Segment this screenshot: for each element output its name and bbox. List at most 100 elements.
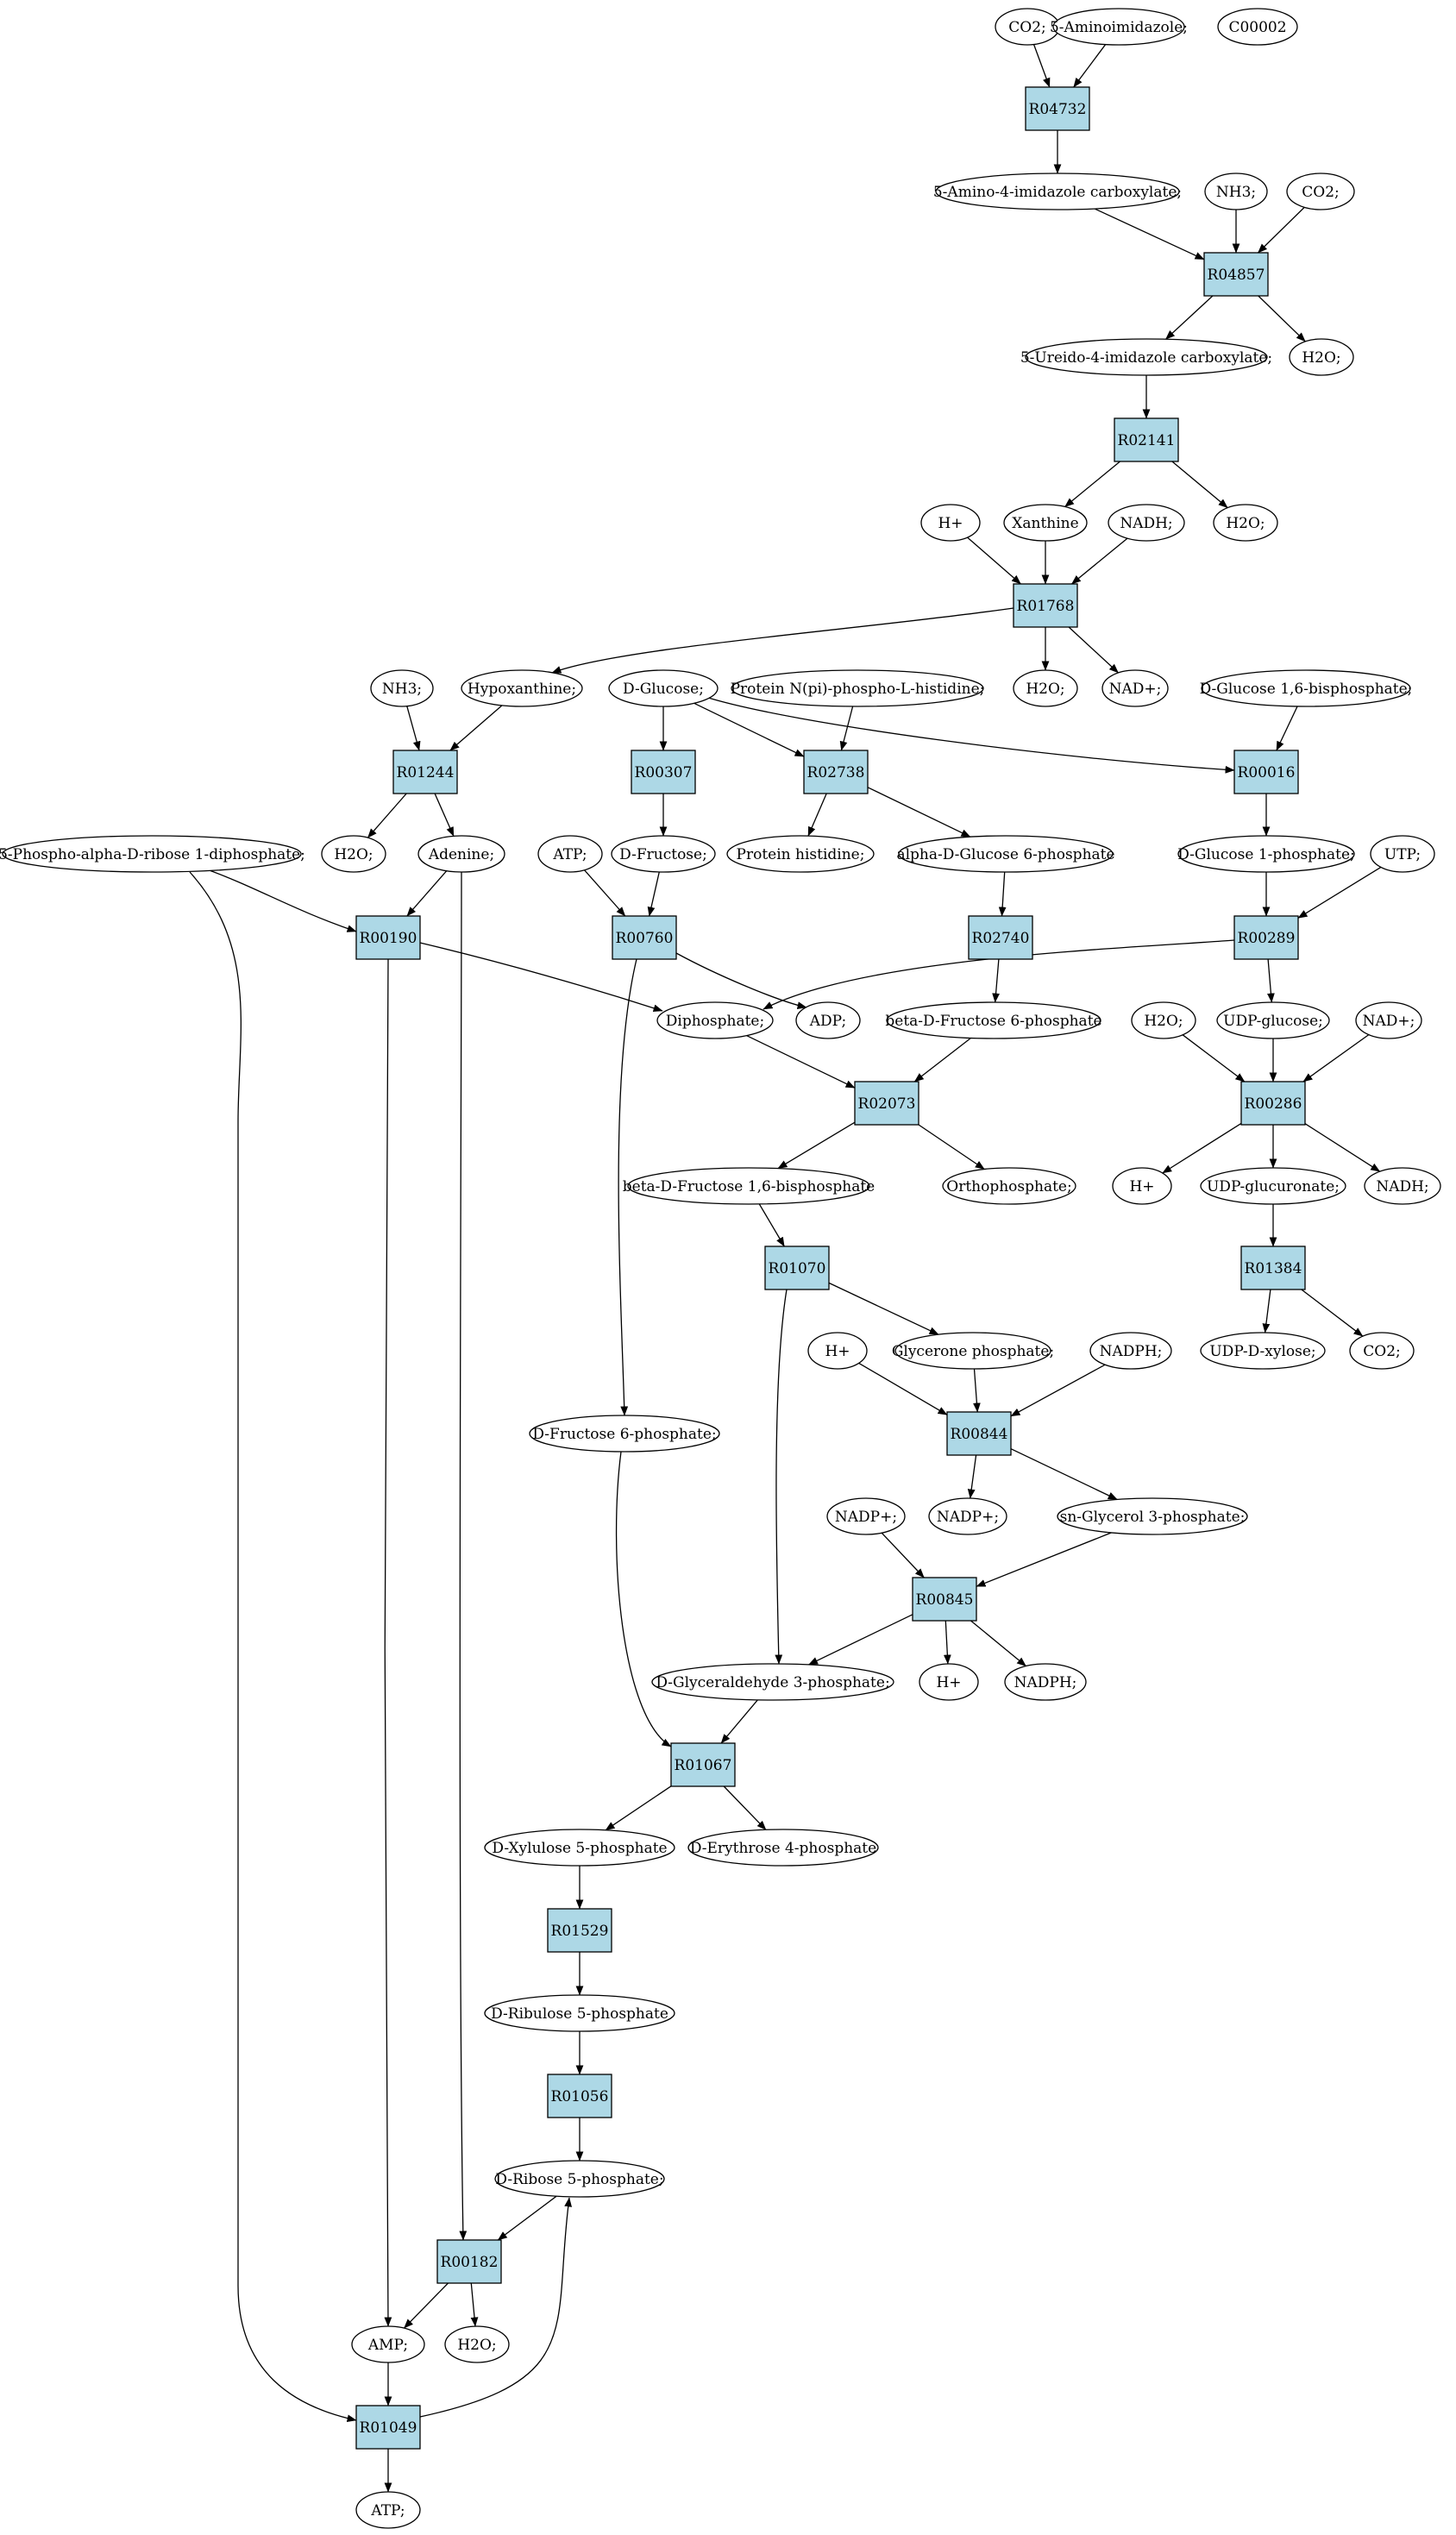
compound-g3p[interactable]: sn-Glycerol 3-phosphate;	[1057, 1497, 1248, 1535]
compound-label: beta-D-Fructose 6-phosphate	[885, 1013, 1101, 1030]
edge-c_hplus_c-to-R00844	[858, 1362, 948, 1415]
compound-x5p[interactable]: D-Xylulose 5-phosphate	[484, 1829, 675, 1867]
reaction-r02738[interactable]: R02738	[803, 750, 869, 794]
compound-ortho[interactable]: Orthophosphate;	[942, 1167, 1076, 1205]
reaction-r01067[interactable]: R01067	[670, 1742, 736, 1787]
reaction-r04732[interactable]: R04732	[1025, 86, 1090, 131]
compound-h2o-d[interactable]: H2O;	[321, 835, 386, 873]
compound-ellipse	[417, 835, 505, 873]
compound-label: AMP;	[367, 2337, 408, 2354]
compound-prpp[interactable]: 5-Phospho-alpha-D-ribose 1-diphosphate;	[0, 835, 305, 873]
reaction-r00289[interactable]: R00289	[1233, 915, 1299, 960]
compound-nh3-b[interactable]: NH3;	[370, 669, 434, 707]
reaction-label: R01049	[360, 2419, 417, 2437]
compound-hplus-c[interactable]: H+	[807, 1332, 868, 1370]
edge-R01049-to-c_r5p	[419, 2197, 573, 2418]
compound-hypox[interactable]: Hypoxanthine;	[461, 669, 583, 707]
compound-f6p[interactable]: D-Fructose 6-phosphate;	[529, 1415, 720, 1453]
compound-h2o-e[interactable]: H2O;	[1131, 1001, 1196, 1039]
compound-e4p[interactable]: D-Erythrose 4-phosphate	[687, 1829, 879, 1867]
reaction-r00182[interactable]: R00182	[436, 2239, 502, 2284]
compound-prothis[interactable]: Protein histidine;	[726, 835, 875, 873]
compound-aaic[interactable]: 5-Amino-4-imidazole carboxylate;	[933, 173, 1182, 210]
reaction-r01070[interactable]: R01070	[764, 1246, 830, 1290]
compound-bf16bp[interactable]: beta-D-Fructose 1,6-bisphosphate	[623, 1167, 875, 1205]
compound-xanthine[interactable]: Xanthine	[1003, 504, 1088, 542]
edge-c_adenine-to-R00190	[406, 870, 448, 917]
compound-udpglcua[interactable]: UDP-glucuronate;	[1200, 1167, 1346, 1205]
reaction-r00844[interactable]: R00844	[946, 1411, 1012, 1456]
compound-udpxyl[interactable]: UDP-D-xylose;	[1200, 1332, 1326, 1370]
compound-c00002[interactable]: C00002	[1217, 8, 1298, 46]
compound-hplus-d[interactable]: H+	[919, 1663, 979, 1701]
reaction-box	[1240, 1246, 1306, 1290]
reaction-r01384[interactable]: R01384	[1240, 1246, 1306, 1290]
compound-nadpplus-a[interactable]: NADP+;	[826, 1497, 906, 1535]
compound-ellipse	[942, 1167, 1076, 1205]
compound-adp[interactable]: ADP;	[795, 1001, 861, 1039]
compound-co2-a[interactable]: CO2;	[995, 8, 1060, 46]
reaction-r04857[interactable]: R04857	[1203, 252, 1269, 297]
reaction-r00760[interactable]: R00760	[612, 915, 677, 960]
reaction-r00016[interactable]: R00016	[1233, 750, 1299, 794]
reaction-label: R00286	[1245, 1095, 1302, 1113]
compound-gap[interactable]: D-Glyceraldehyde 3-phosphate;	[651, 1663, 894, 1701]
reaction-r01244[interactable]: R01244	[392, 750, 458, 794]
reaction-r00307[interactable]: R00307	[631, 750, 696, 794]
compound-nadh-b[interactable]: NADH;	[1364, 1167, 1441, 1205]
reaction-r01056[interactable]: R01056	[547, 2074, 612, 2118]
reaction-r01529[interactable]: R01529	[547, 1908, 612, 1953]
compound-ag6p[interactable]: alpha-D-Glucose 6-phosphate	[896, 835, 1115, 873]
reaction-r00190[interactable]: R00190	[355, 915, 421, 960]
compound-utp[interactable]: UTP;	[1370, 835, 1435, 873]
reaction-r01768[interactable]: R01768	[1013, 583, 1078, 628]
compound-aminoimid[interactable]: 5-Aminoimidazole;	[1050, 8, 1188, 46]
reaction-label: R00182	[441, 2254, 499, 2271]
compound-ru5p[interactable]: D-Ribulose 5-phosphate	[484, 1994, 675, 2032]
compound-glucose[interactable]: D-Glucose;	[608, 669, 719, 707]
compound-uaic[interactable]: 5-Ureido-4-imidazole carboxylate;	[1020, 338, 1272, 376]
compound-glc16bp[interactable]: D-Glucose 1,6-bisphosphate;	[1200, 669, 1413, 707]
compound-label: NADPH;	[1100, 1343, 1163, 1360]
compound-adenine[interactable]: Adenine;	[417, 835, 505, 873]
compound-fructose[interactable]: D-Fructose;	[611, 835, 716, 873]
compound-ellipse	[529, 1415, 720, 1453]
reaction-r01049[interactable]: R01049	[355, 2405, 421, 2450]
compound-h2o-b[interactable]: H2O;	[1213, 504, 1278, 542]
reaction-r00845[interactable]: R00845	[912, 1577, 977, 1622]
compound-glycp[interactable]: Glycerone phosphate;	[892, 1332, 1054, 1370]
compound-ellipse	[1003, 504, 1088, 542]
reaction-r02740[interactable]: R02740	[968, 915, 1033, 960]
compound-hplus-b[interactable]: H+	[1112, 1167, 1172, 1205]
compound-protnphos[interactable]: Protein N(pi)-phospho-L-histidine;	[731, 669, 985, 707]
compound-h2o-a[interactable]: H2O;	[1289, 338, 1354, 376]
compound-label: H2O;	[1302, 349, 1340, 367]
reaction-r02073[interactable]: R02073	[854, 1081, 919, 1126]
compound-nadph-b[interactable]: NADPH;	[1004, 1663, 1087, 1701]
compound-nh3-a[interactable]: NH3;	[1204, 173, 1268, 210]
compound-udpglc[interactable]: UDP-glucose;	[1216, 1001, 1330, 1039]
compound-r5p[interactable]: D-Ribose 5-phosphate;	[494, 2160, 665, 2198]
compound-atp-a[interactable]: ATP;	[537, 835, 603, 873]
edge-R04857-to-c_uaic	[1165, 295, 1214, 340]
reaction-box	[764, 1246, 830, 1290]
compound-nadplus-b[interactable]: NAD+;	[1355, 1001, 1422, 1039]
compound-nadplus-a[interactable]: NAD+;	[1101, 669, 1169, 707]
compound-h2o-f[interactable]: H2O;	[444, 2325, 510, 2363]
compound-hplus-a[interactable]: H+	[920, 504, 981, 542]
compound-glc1p[interactable]: D-Glucose 1-phosphate;	[1177, 835, 1355, 873]
compound-nadpplus-b[interactable]: NADP+;	[928, 1497, 1007, 1535]
reaction-r02141[interactable]: R02141	[1114, 417, 1179, 462]
compound-nadph-a[interactable]: NADPH;	[1089, 1332, 1172, 1370]
compound-co2-b[interactable]: CO2;	[1286, 173, 1355, 210]
compound-co2-c[interactable]: CO2;	[1349, 1332, 1415, 1370]
compound-nadh-a[interactable]: NADH;	[1108, 504, 1185, 542]
compound-diphos[interactable]: Diphosphate;	[656, 1001, 774, 1039]
compound-h2o-c[interactable]: H2O;	[1013, 669, 1078, 707]
compound-ellipse	[484, 1994, 675, 2032]
reaction-box	[631, 750, 696, 794]
compound-atp-b[interactable]: ATP;	[355, 2491, 421, 2529]
compound-amp[interactable]: AMP;	[351, 2325, 425, 2363]
reaction-r00286[interactable]: R00286	[1240, 1081, 1306, 1126]
compound-bf6p[interactable]: beta-D-Fructose 6-phosphate	[885, 1001, 1102, 1039]
